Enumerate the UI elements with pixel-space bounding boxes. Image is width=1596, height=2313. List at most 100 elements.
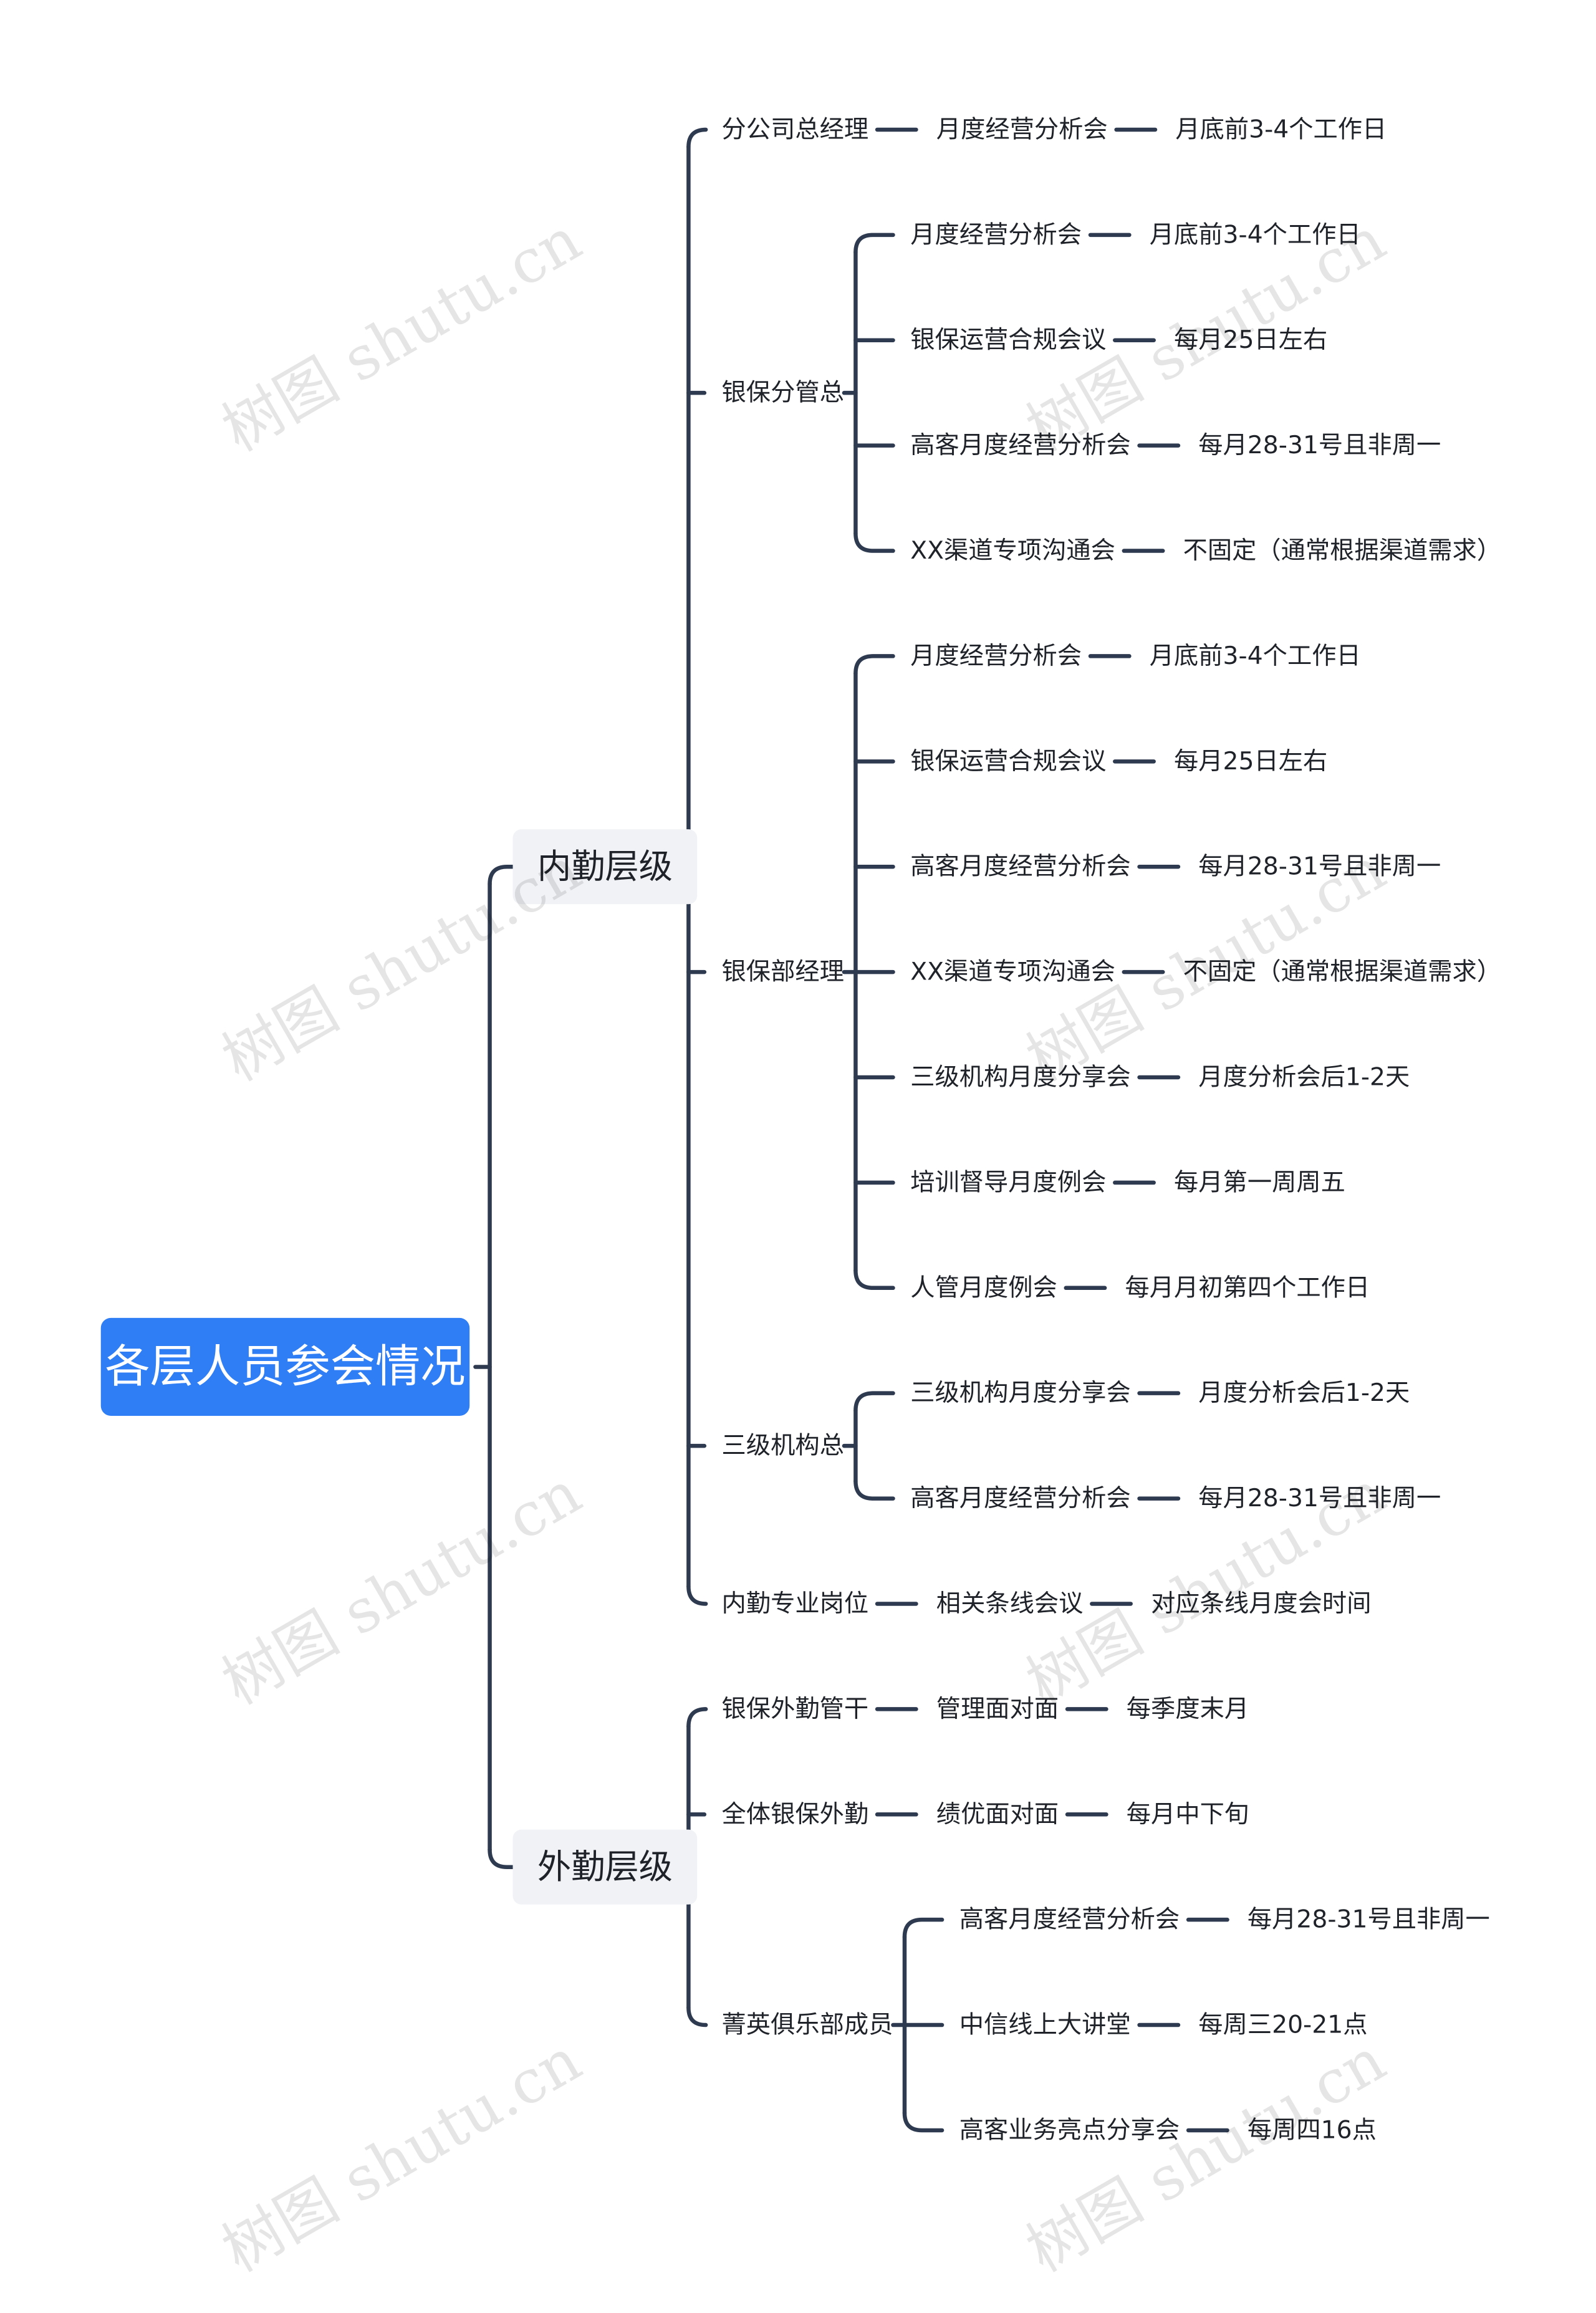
node-label: 菁英俱乐部成员	[722, 2011, 893, 2039]
node-level4[interactable]: 每月28-31号且非周一	[1198, 1484, 1441, 1512]
node-label: 银保外勤管干	[722, 1695, 869, 1723]
node-level4[interactable]: 每月25日左右	[1174, 326, 1327, 354]
node-level4[interactable]: 每月28-31号且非周一	[1198, 853, 1441, 881]
node-label: 高客月度经营分析会	[910, 431, 1130, 459]
node-label-schedule: 月底前3-4个工作日	[1150, 221, 1361, 249]
node-level3[interactable]: 绩优面对面	[936, 1801, 1059, 1829]
node-level3[interactable]: 银保运营合规会议	[910, 748, 1106, 776]
node-level3[interactable]: 管理面对面	[936, 1695, 1059, 1723]
node-label: 三级机构月度分享会	[910, 1064, 1130, 1092]
node-level3[interactable]: 月度经营分析会	[910, 221, 1082, 249]
connector-branch	[686, 1584, 708, 1606]
node-label: XX渠道专项沟通会	[910, 537, 1115, 565]
node-level3[interactable]: 高客月度经营分析会	[910, 853, 1130, 881]
node-label: 银保分管总	[722, 379, 844, 407]
node-label-schedule: 每月第一周周五	[1174, 1168, 1345, 1196]
node-label: 分公司总经理	[722, 115, 869, 143]
node-level4[interactable]: 每月25日左右	[1174, 748, 1327, 776]
node-level3[interactable]: 银保运营合规会议	[910, 326, 1106, 354]
node-level1[interactable]: 内勤层级	[512, 829, 698, 905]
node-label: 高客月度经营分析会	[959, 1906, 1180, 1934]
connector-branch	[853, 1479, 895, 1501]
node-label: 培训督导月度例会	[910, 1168, 1106, 1196]
node-label-schedule: 每月28-31号且非周一	[1198, 853, 1441, 881]
node-level2[interactable]: 全体银保外勤	[722, 1801, 869, 1829]
node-label: 内勤专业岗位	[722, 1590, 869, 1618]
node-label-schedule: 月度分析会后1-2天	[1198, 1379, 1410, 1407]
node-level3[interactable]: 月度经营分析会	[910, 642, 1082, 670]
node-level2[interactable]: 菁英俱乐部成员	[722, 2011, 893, 2039]
node-label-schedule: 月度分析会后1-2天	[1198, 1064, 1410, 1092]
level1-node-box	[512, 829, 698, 905]
node-root[interactable]: 各层人员参会情况	[100, 1317, 470, 1416]
connector-branch	[686, 127, 708, 149]
node-level3[interactable]: 高客月度经营分析会	[910, 431, 1130, 459]
node-level3[interactable]: 三级机构月度分享会	[910, 1064, 1130, 1092]
node-label-schedule: 每月25日左右	[1174, 326, 1327, 354]
level1-node-label: 外勤层级	[537, 1847, 673, 1887]
connector-branch	[902, 2110, 945, 2133]
node-label-schedule: 每周四16点	[1247, 2116, 1377, 2144]
node-label-schedule: 每季度末月	[1127, 1695, 1249, 1723]
node-level4[interactable]: 对应条线月度会时间	[1151, 1590, 1371, 1618]
node-level3[interactable]: 高客月度经营分析会	[959, 1906, 1180, 1934]
node-level4[interactable]: 月底前3-4个工作日	[1150, 642, 1361, 670]
node-level4[interactable]: 月度分析会后1-2天	[1198, 1379, 1410, 1407]
connector-branch	[853, 1391, 895, 1413]
node-level2[interactable]: 银保分管总	[722, 379, 844, 407]
node-level1[interactable]: 外勤层级	[512, 1829, 698, 1905]
node-level2[interactable]: 银保部经理	[722, 958, 844, 986]
node-level3[interactable]: XX渠道专项沟通会	[910, 958, 1115, 986]
node-level3[interactable]: 月度经营分析会	[936, 115, 1108, 143]
node-level4[interactable]: 每周三20-21点	[1198, 2011, 1367, 2039]
node-label-schedule: 每月25日左右	[1174, 748, 1327, 776]
connector-branch	[686, 1707, 708, 1729]
root-node-box	[100, 1317, 470, 1416]
node-level4[interactable]: 每周四16点	[1247, 2116, 1377, 2144]
node-label: 月度经营分析会	[910, 221, 1082, 249]
root-node-label: 各层人员参会情况	[105, 1340, 465, 1393]
node-level4[interactable]: 月底前3-4个工作日	[1175, 115, 1387, 143]
node-label-schedule: 每月中下旬	[1127, 1801, 1249, 1829]
connector-branch	[853, 654, 895, 676]
node-level4[interactable]: 每月第一周周五	[1174, 1168, 1345, 1196]
node-level4[interactable]: 每月28-31号且非周一	[1247, 1906, 1490, 1934]
node-level3[interactable]: 人管月度例会	[910, 1274, 1057, 1302]
node-level4[interactable]: 不固定（通常根据渠道需求）	[1183, 958, 1501, 986]
node-level2[interactable]: 银保外勤管干	[722, 1695, 869, 1723]
node-level3[interactable]: XX渠道专项沟通会	[910, 537, 1115, 565]
node-label: 相关条线会议	[936, 1590, 1084, 1618]
node-level4[interactable]: 每季度末月	[1127, 1695, 1249, 1723]
node-label-schedule: 不固定（通常根据渠道需求）	[1183, 537, 1501, 565]
node-level2[interactable]: 三级机构总	[722, 1432, 844, 1460]
node-level3[interactable]: 高客业务亮点分享会	[959, 2116, 1180, 2144]
node-level4[interactable]: 每月28-31号且非周一	[1198, 431, 1441, 459]
node-level4[interactable]: 月底前3-4个工作日	[1150, 221, 1361, 249]
node-level3[interactable]: 三级机构月度分享会	[910, 1379, 1130, 1407]
node-level2[interactable]: 内勤专业岗位	[722, 1590, 869, 1618]
node-label-schedule: 每月月初第四个工作日	[1125, 1274, 1370, 1302]
connector-branch	[488, 864, 515, 887]
node-label: 管理面对面	[936, 1695, 1059, 1723]
connector-branch	[488, 1847, 515, 1869]
node-level4[interactable]: 月度分析会后1-2天	[1198, 1064, 1410, 1092]
node-label: 人管月度例会	[910, 1274, 1057, 1302]
node-level3[interactable]: 中信线上大讲堂	[959, 2011, 1131, 2039]
node-label-schedule: 每月28-31号且非周一	[1198, 431, 1441, 459]
node-label-schedule: 每月28-31号且非周一	[1198, 1484, 1441, 1512]
node-label: 绩优面对面	[936, 1801, 1059, 1829]
connector-branch	[853, 531, 895, 553]
node-label: 银保运营合规会议	[910, 326, 1106, 354]
node-label: 月度经营分析会	[936, 115, 1108, 143]
node-label: 银保部经理	[722, 958, 844, 986]
connector-branch	[686, 2006, 708, 2027]
node-level3[interactable]: 相关条线会议	[936, 1590, 1084, 1618]
node-level4[interactable]: 不固定（通常根据渠道需求）	[1183, 537, 1501, 565]
node-label-schedule: 每月28-31号且非周一	[1247, 1906, 1490, 1934]
node-label: 中信线上大讲堂	[959, 2011, 1131, 2039]
node-level3[interactable]: 培训督导月度例会	[910, 1168, 1106, 1196]
node-level4[interactable]: 每月月初第四个工作日	[1125, 1274, 1370, 1302]
node-level3[interactable]: 高客月度经营分析会	[910, 1484, 1130, 1512]
node-level4[interactable]: 每月中下旬	[1127, 1801, 1249, 1829]
node-level2[interactable]: 分公司总经理	[722, 115, 869, 143]
